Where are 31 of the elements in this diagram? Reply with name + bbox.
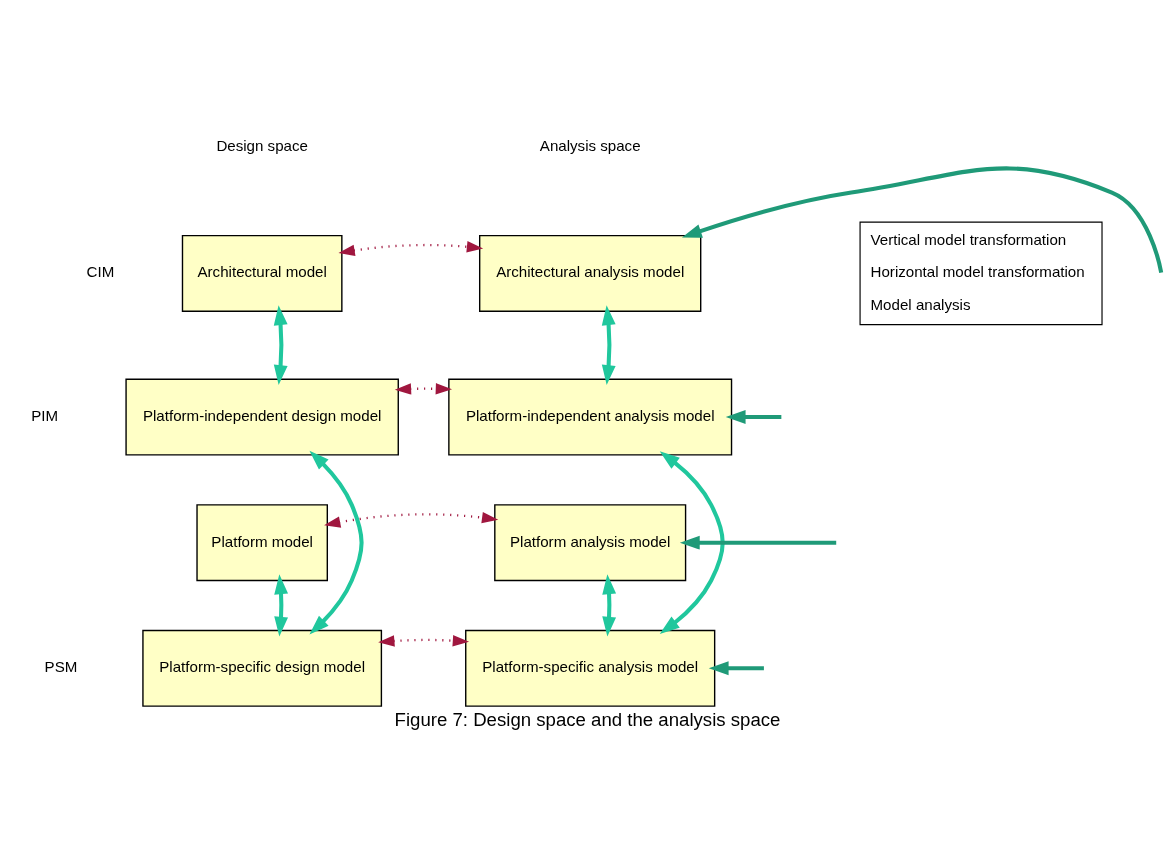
arrow	[309, 450, 364, 635]
arrow	[708, 661, 764, 676]
legend-label: Vertical model transformation	[870, 230, 1067, 248]
arrow	[681, 166, 1164, 274]
arrow	[273, 305, 288, 385]
label: PSM	[44, 658, 78, 676]
node-box: Platform-specific design model	[142, 629, 383, 707]
node-box: Platform model	[196, 504, 328, 582]
label: Analysis space	[539, 136, 641, 154]
arrow	[601, 305, 616, 385]
arrow	[324, 511, 499, 528]
caption: Figure 7: Design space and the analysis space	[394, 708, 781, 730]
label: PIM	[31, 407, 59, 424]
arrow	[274, 574, 289, 637]
arrow	[679, 535, 837, 550]
node-box: Platform-independent design model	[125, 378, 399, 456]
arrow	[725, 410, 782, 424]
arrow	[378, 634, 470, 647]
node-box: Architectural analysis model	[479, 234, 702, 312]
node-box: Architectural model	[181, 234, 343, 312]
arrow	[659, 451, 725, 634]
label: Design space	[216, 136, 308, 154]
arrow	[602, 574, 617, 637]
legend-label: Model analysis	[870, 295, 971, 313]
arrow	[394, 383, 453, 395]
legend-label: Horizontal model transformation	[870, 263, 1085, 281]
node-box: Platform-specific analysis model	[465, 629, 716, 707]
label: CIM	[86, 263, 115, 281]
node-box: Platform analysis model	[494, 504, 687, 582]
node-box: Platform-independent analysis model	[448, 378, 733, 456]
arrow	[338, 241, 484, 257]
